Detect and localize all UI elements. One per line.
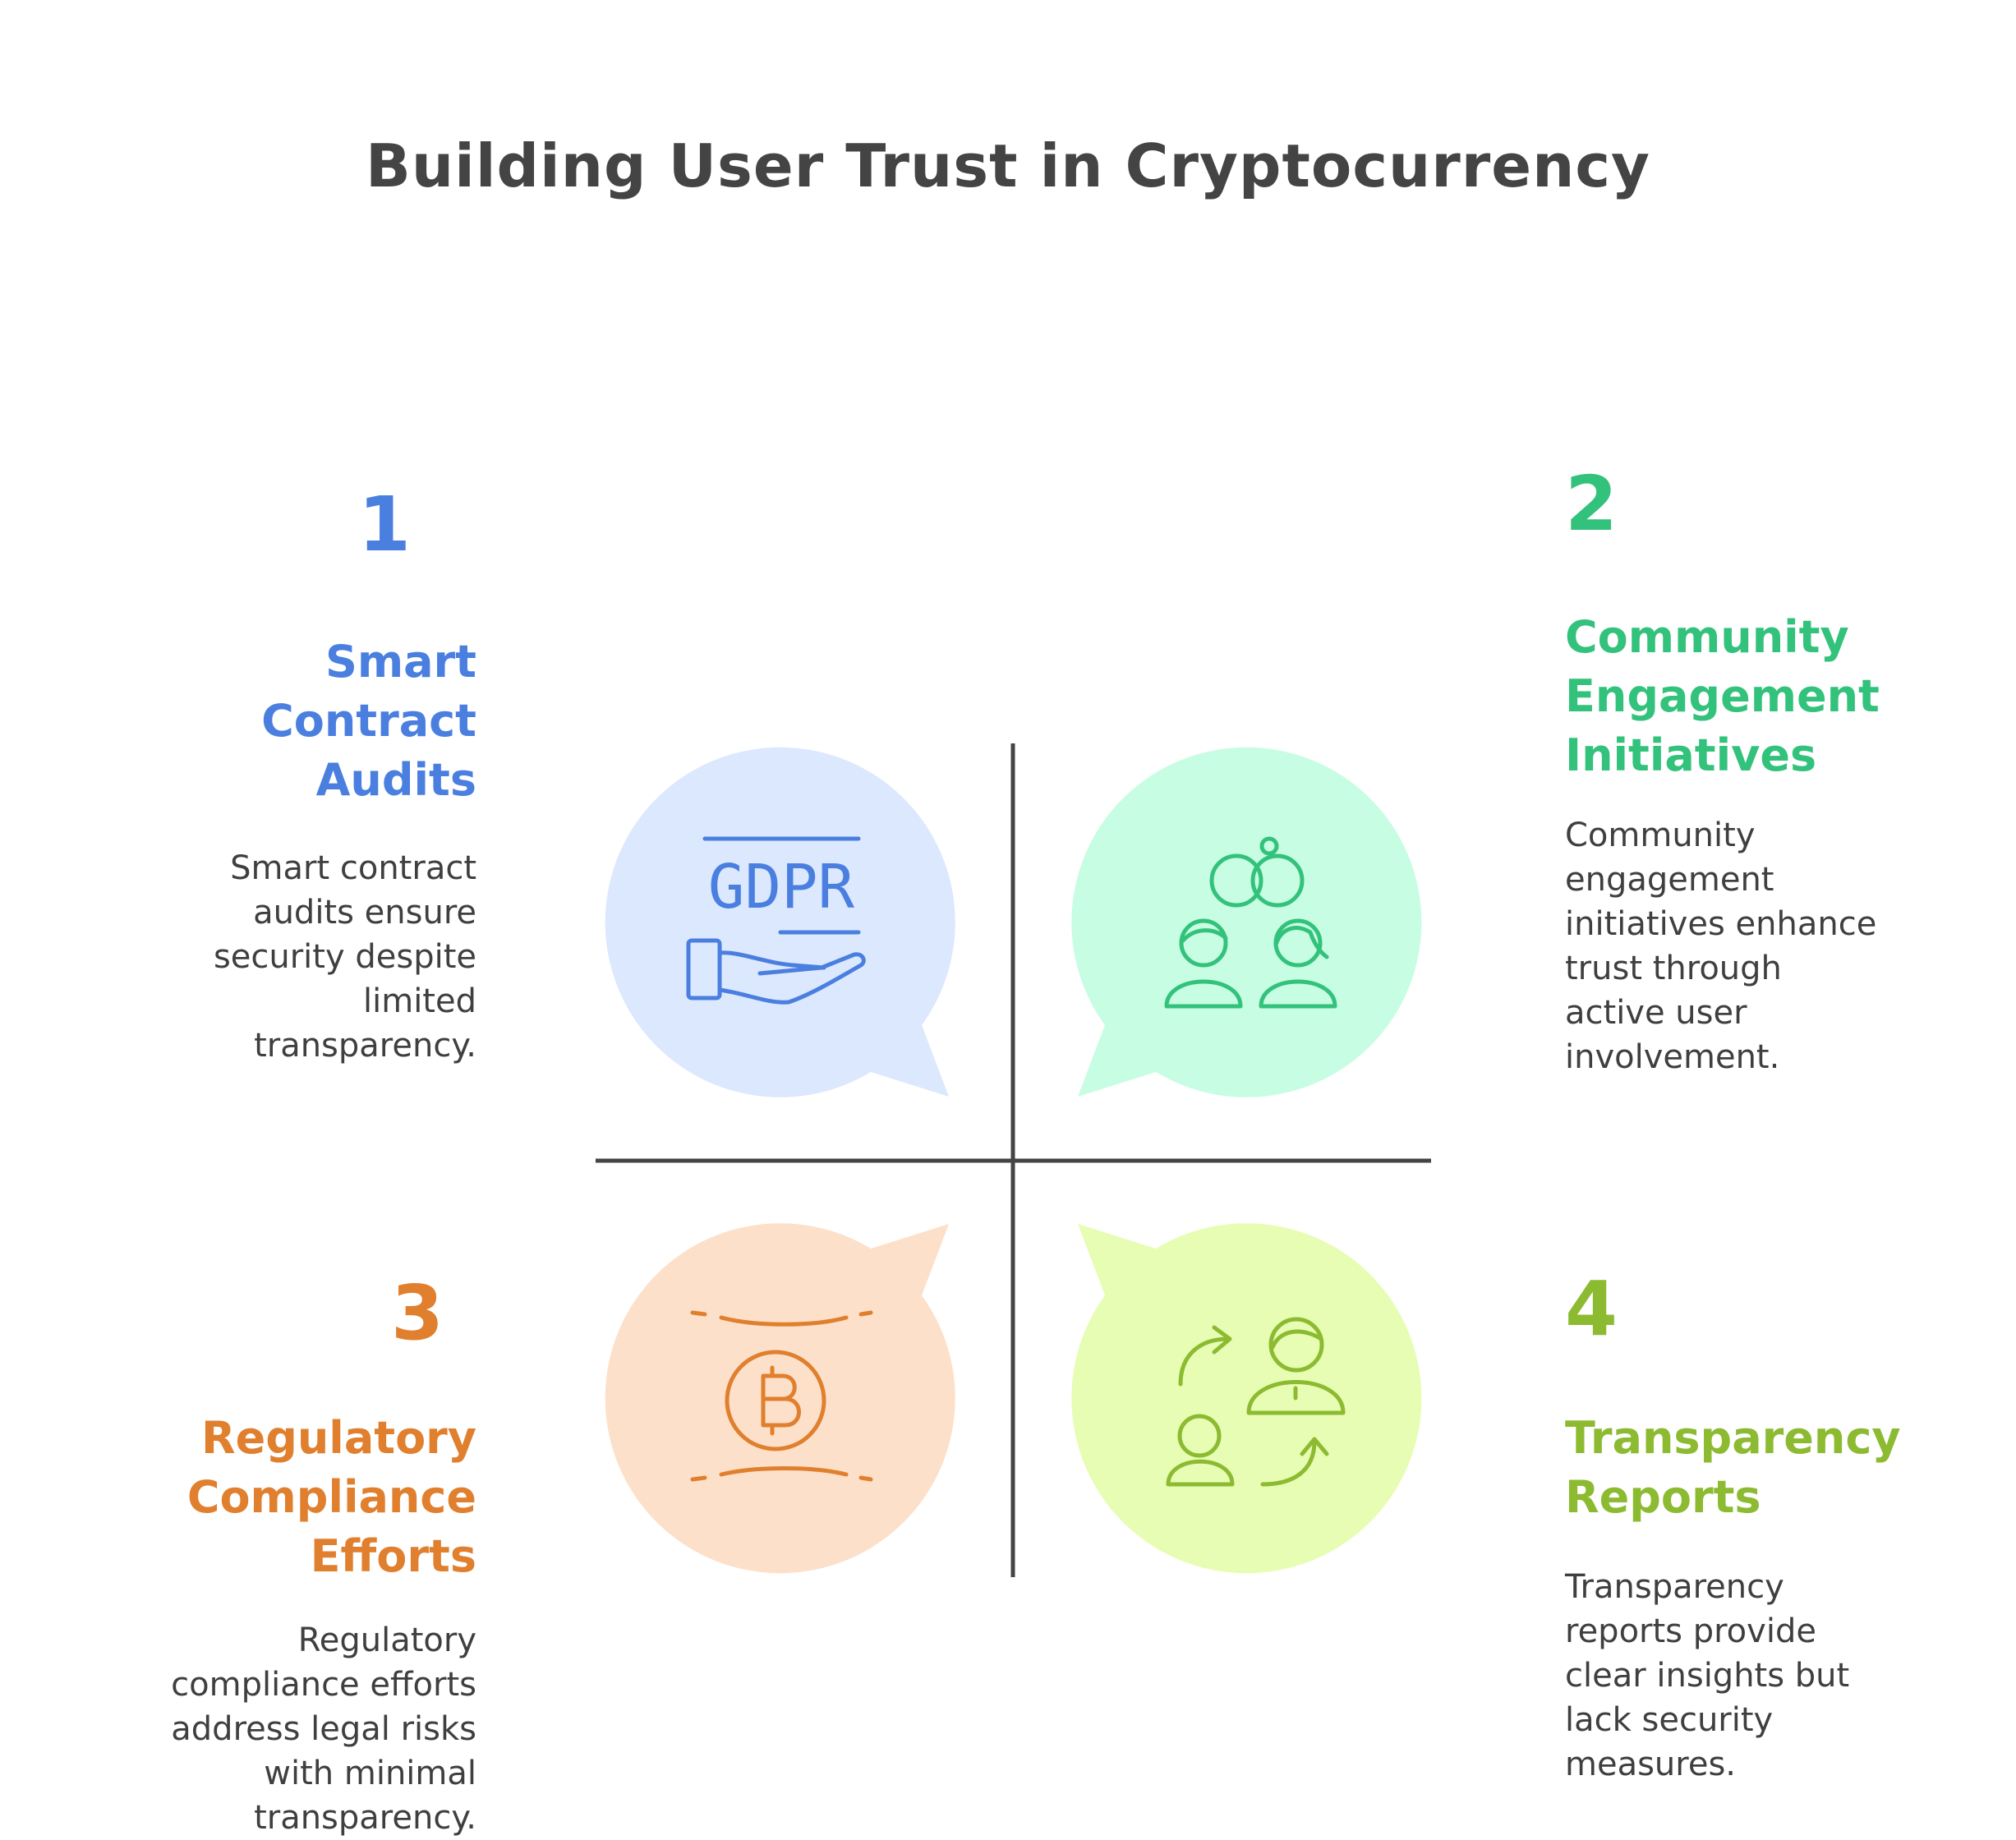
- quadrant-2-bubble: [1071, 747, 1422, 1097]
- quadrant-2-heading-line: Engagement: [1565, 670, 1880, 722]
- quadrant-1-desc-line: limited: [363, 982, 476, 1020]
- quadrant-2-heading-line: Initiatives: [1565, 729, 1817, 781]
- quadrant-4-heading-line: Reports: [1565, 1471, 1761, 1523]
- quadrant-3-desc-line: address legal risks: [171, 1710, 476, 1748]
- quadrant-2-desc-line: active user: [1565, 994, 1747, 1032]
- quadrant-1-desc-line: audits ensure: [253, 894, 476, 932]
- quadrant-2-description: Community engagement initiatives enhance…: [1565, 813, 1976, 1079]
- quadrant-4-bubble: [1071, 1223, 1422, 1574]
- quadrant-1-bubble: [605, 747, 955, 1097]
- quadrant-4-desc-line: clear insights but: [1565, 1657, 1850, 1695]
- quadrant-2-heading: Community Engagement Initiatives: [1565, 608, 1976, 785]
- quadrant-3-description: Regulatory compliance efforts address le…: [82, 1618, 476, 1840]
- gdpr-label: GDPR: [708, 852, 855, 922]
- quadrant-3-desc-line: with minimal: [264, 1755, 476, 1792]
- quadrant-3-heading-line: Efforts: [310, 1530, 476, 1582]
- people-exchange-icon: [1166, 1317, 1346, 1487]
- quadrant-3-heading: Regulatory Compliance Efforts: [99, 1409, 476, 1586]
- quadrant-2-desc-line: involvement.: [1565, 1038, 1780, 1076]
- quadrant-4-desc-line: lack security: [1565, 1701, 1774, 1739]
- gdpr-hand-icon: GDPR: [686, 836, 866, 1005]
- quadrant-2-number: 2: [1565, 460, 1618, 548]
- quadrant-2-desc-line: trust through: [1565, 950, 1782, 987]
- quadrant-1-desc-line: security despite: [213, 938, 476, 976]
- quadrant-3-number: 3: [390, 1269, 444, 1357]
- quadrant-2-desc-line: engagement: [1565, 861, 1774, 899]
- quadrant-4-heading: Transparency Reports: [1565, 1409, 1992, 1527]
- community-people-icon: [1164, 836, 1337, 1009]
- quadrant-2-desc-line: initiatives enhance: [1565, 905, 1877, 943]
- page-title: Building User Trust in Cryptocurrency: [366, 131, 1650, 200]
- quadrant-1-desc-line: Smart contract: [230, 849, 476, 887]
- quadrant-1-number: 1: [357, 481, 411, 568]
- quadrant-4-description: Transparency reports provide clear insig…: [1565, 1565, 1976, 1787]
- quadrant-4-desc-line: Transparency: [1565, 1568, 1784, 1606]
- quadrant-1-description: Smart contract audits ensure security de…: [107, 846, 476, 1068]
- quadrant-1-desc-line: transparency.: [254, 1027, 476, 1065]
- quadrant-3-desc-line: compliance efforts: [171, 1666, 476, 1704]
- quadrant-4-desc-line: measures.: [1565, 1746, 1737, 1783]
- quadrant-3-desc-line: transparency.: [254, 1799, 476, 1837]
- quadrant-3-heading-line: Regulatory: [201, 1412, 476, 1464]
- quadrant-4-heading-line: Transparency: [1565, 1412, 1901, 1464]
- quadrant-4-desc-line: reports provide: [1565, 1612, 1816, 1650]
- quadrant-1-heading: Smart Contract Audits: [164, 632, 476, 810]
- quadrant-4-number: 4: [1565, 1265, 1618, 1353]
- quadrant-3-heading-line: Compliance: [186, 1471, 476, 1523]
- quadrant-1-heading-line: Audits: [315, 754, 476, 806]
- quadrant-2-heading-line: Community: [1565, 611, 1849, 663]
- bitcoin-coin-icon: [690, 1310, 873, 1482]
- quadrant-1-heading-line: Smart: [324, 636, 476, 688]
- quadrant-2-desc-line: Community: [1565, 816, 1756, 854]
- quadrant-3-desc-line: Regulatory: [297, 1622, 476, 1659]
- quadrant-1-heading-line: Contract: [261, 695, 476, 747]
